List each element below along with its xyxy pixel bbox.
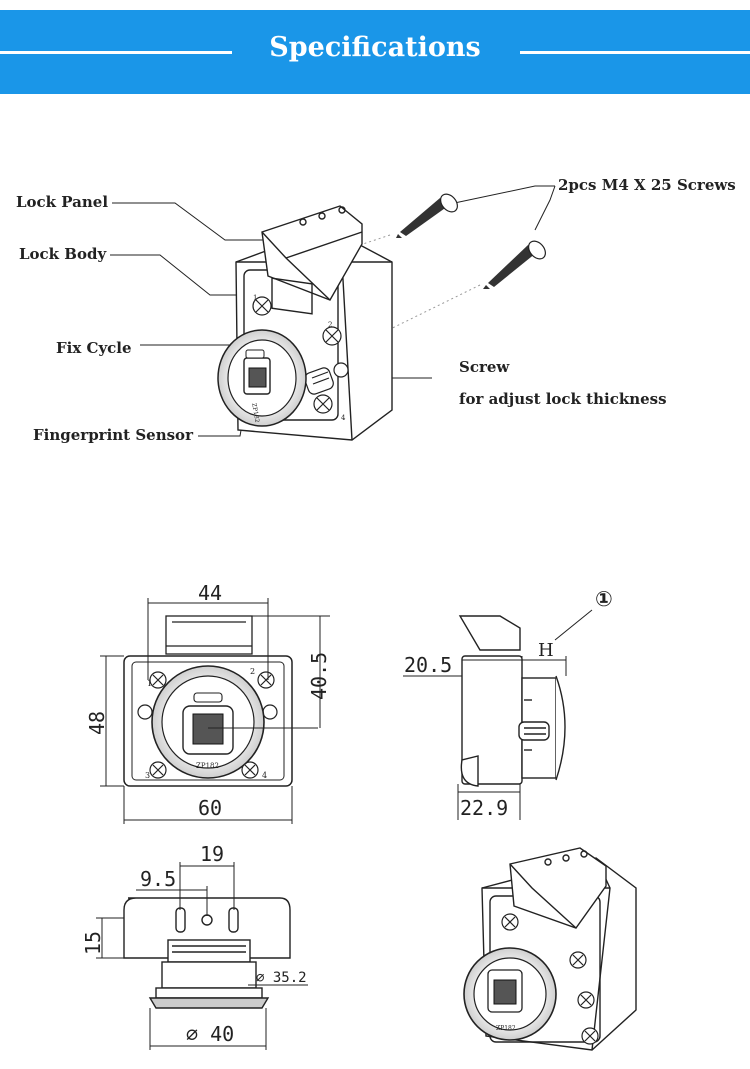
- exploded-view: 1 2 4 ZP182: [110, 185, 556, 441]
- front-hole-4: 4: [262, 771, 267, 780]
- dim-label-40: ⌀ 40: [186, 1022, 234, 1046]
- page-title: Specifications: [269, 32, 481, 63]
- callout-h-letter: H: [538, 640, 554, 661]
- dim-label-60: 60: [198, 796, 222, 820]
- screw-bottom: [483, 240, 546, 289]
- dim-label-40-5: 40.5: [307, 652, 331, 700]
- dim-label-35-2: ⌀ 35.2: [256, 970, 307, 986]
- bottom-body: [123, 897, 291, 1009]
- label-lock-panel: Lock Panel: [16, 193, 109, 211]
- screw-top: [396, 193, 458, 238]
- dim-label-48: 48: [85, 711, 109, 735]
- callout-number: ①: [595, 587, 613, 611]
- dim-label-20-5: 20.5: [404, 653, 452, 677]
- label-lock-body: Lock Body: [19, 245, 107, 263]
- dim-48: [100, 655, 124, 787]
- dim-60: [123, 786, 293, 824]
- dim-44: [147, 598, 269, 680]
- side-body: [458, 615, 566, 787]
- hole-number-2: 2: [328, 321, 332, 329]
- bottom-view: 19 9.5 15 ⌀ 35.2 ⌀ 40: [81, 842, 308, 1050]
- adjust-screw-iso: [304, 367, 334, 395]
- screw-paths: [344, 234, 481, 341]
- front-bracket: [165, 615, 253, 655]
- dim-40-5: [252, 615, 330, 728]
- callout-h-leader: [554, 609, 593, 641]
- front-sensor-tab: [193, 692, 223, 703]
- iso-view: ZP182: [463, 847, 637, 1051]
- hole-number-1: 1: [253, 294, 257, 302]
- hole-number-4: 4: [341, 414, 346, 422]
- dim-15: [96, 917, 124, 959]
- dim-label-22-9: 22.9: [460, 796, 508, 820]
- label-screw: Screw: [459, 358, 510, 376]
- front-hole-2: 2: [250, 667, 255, 676]
- lock-panel-iso: [261, 205, 363, 315]
- label-fix-cycle: Fix Cycle: [56, 339, 132, 357]
- dim-22-9: [457, 784, 521, 820]
- specifications-banner: Specifications: [0, 10, 750, 94]
- front-hole-3: 3: [145, 771, 150, 780]
- front-body-inner: [131, 661, 285, 781]
- label-fingerprint-sensor: Fingerprint Sensor: [33, 426, 193, 444]
- corner-screws-iso: [252, 296, 349, 414]
- iso-corner-screws: [501, 913, 599, 1045]
- dim-label-19: 19: [200, 842, 224, 866]
- iso-sensor-mark: ZP182: [496, 1025, 516, 1032]
- label-screws: 2pcs M4 X 25 Screws: [558, 176, 736, 194]
- sensor-mark-iso: ZP182: [250, 403, 260, 424]
- banner-rule-right: [520, 51, 750, 54]
- dim-9-5: [136, 886, 208, 916]
- label-screw-desc: for adjust lock thickness: [459, 390, 667, 408]
- dim-label-9-5: 9.5: [140, 867, 176, 891]
- front-sensor-window: [192, 713, 224, 745]
- dim-20-5: [403, 656, 567, 677]
- dim-19: [179, 862, 235, 910]
- dim-40: [149, 1008, 267, 1050]
- dim-label-44: 44: [198, 581, 222, 605]
- side-view: 20.5 22.9 H ①: [403, 587, 613, 820]
- front-view: 1 2 3 4 ZP182 44 40.5 48: [85, 581, 331, 824]
- iso-panel: [509, 847, 607, 929]
- fingerprint-sensor-iso: [243, 349, 271, 395]
- front-hole-1: 1: [147, 679, 152, 688]
- front-mount-holes: [137, 671, 278, 779]
- front-sensor-mark: ZP182: [196, 762, 219, 770]
- iso-sensor-window: [493, 979, 517, 1005]
- dim-label-15: 15: [81, 931, 105, 955]
- banner-rule-left: [0, 51, 232, 54]
